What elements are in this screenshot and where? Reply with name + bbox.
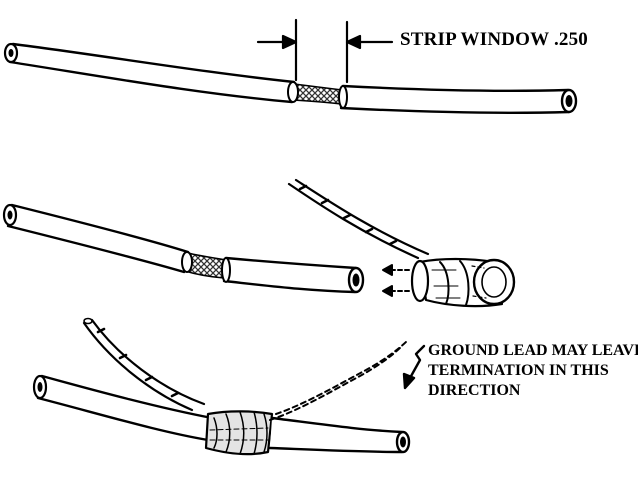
motion-arrows bbox=[382, 264, 411, 297]
alternate-lead-direction bbox=[269, 339, 409, 421]
strip-window-dimension bbox=[256, 18, 394, 84]
leader-arrow bbox=[402, 344, 426, 390]
ground-note-line-1: GROUND LEAD MAY LEAVE bbox=[428, 342, 638, 359]
cable-step-2 bbox=[2, 203, 365, 294]
finished-termination-step-3 bbox=[32, 317, 411, 456]
ground-note-line-3: DIRECTION bbox=[428, 382, 521, 399]
solder-sleeve bbox=[287, 178, 516, 308]
ground-lead-note: GROUND LEAD MAY LEAVE TERMINATION IN THI… bbox=[428, 341, 638, 401]
ground-note-line-2: TERMINATION IN THIS bbox=[428, 362, 609, 379]
strip-window-label: STRIP WINDOW .250 bbox=[400, 29, 588, 50]
stripped-cable-step-1 bbox=[3, 42, 578, 114]
